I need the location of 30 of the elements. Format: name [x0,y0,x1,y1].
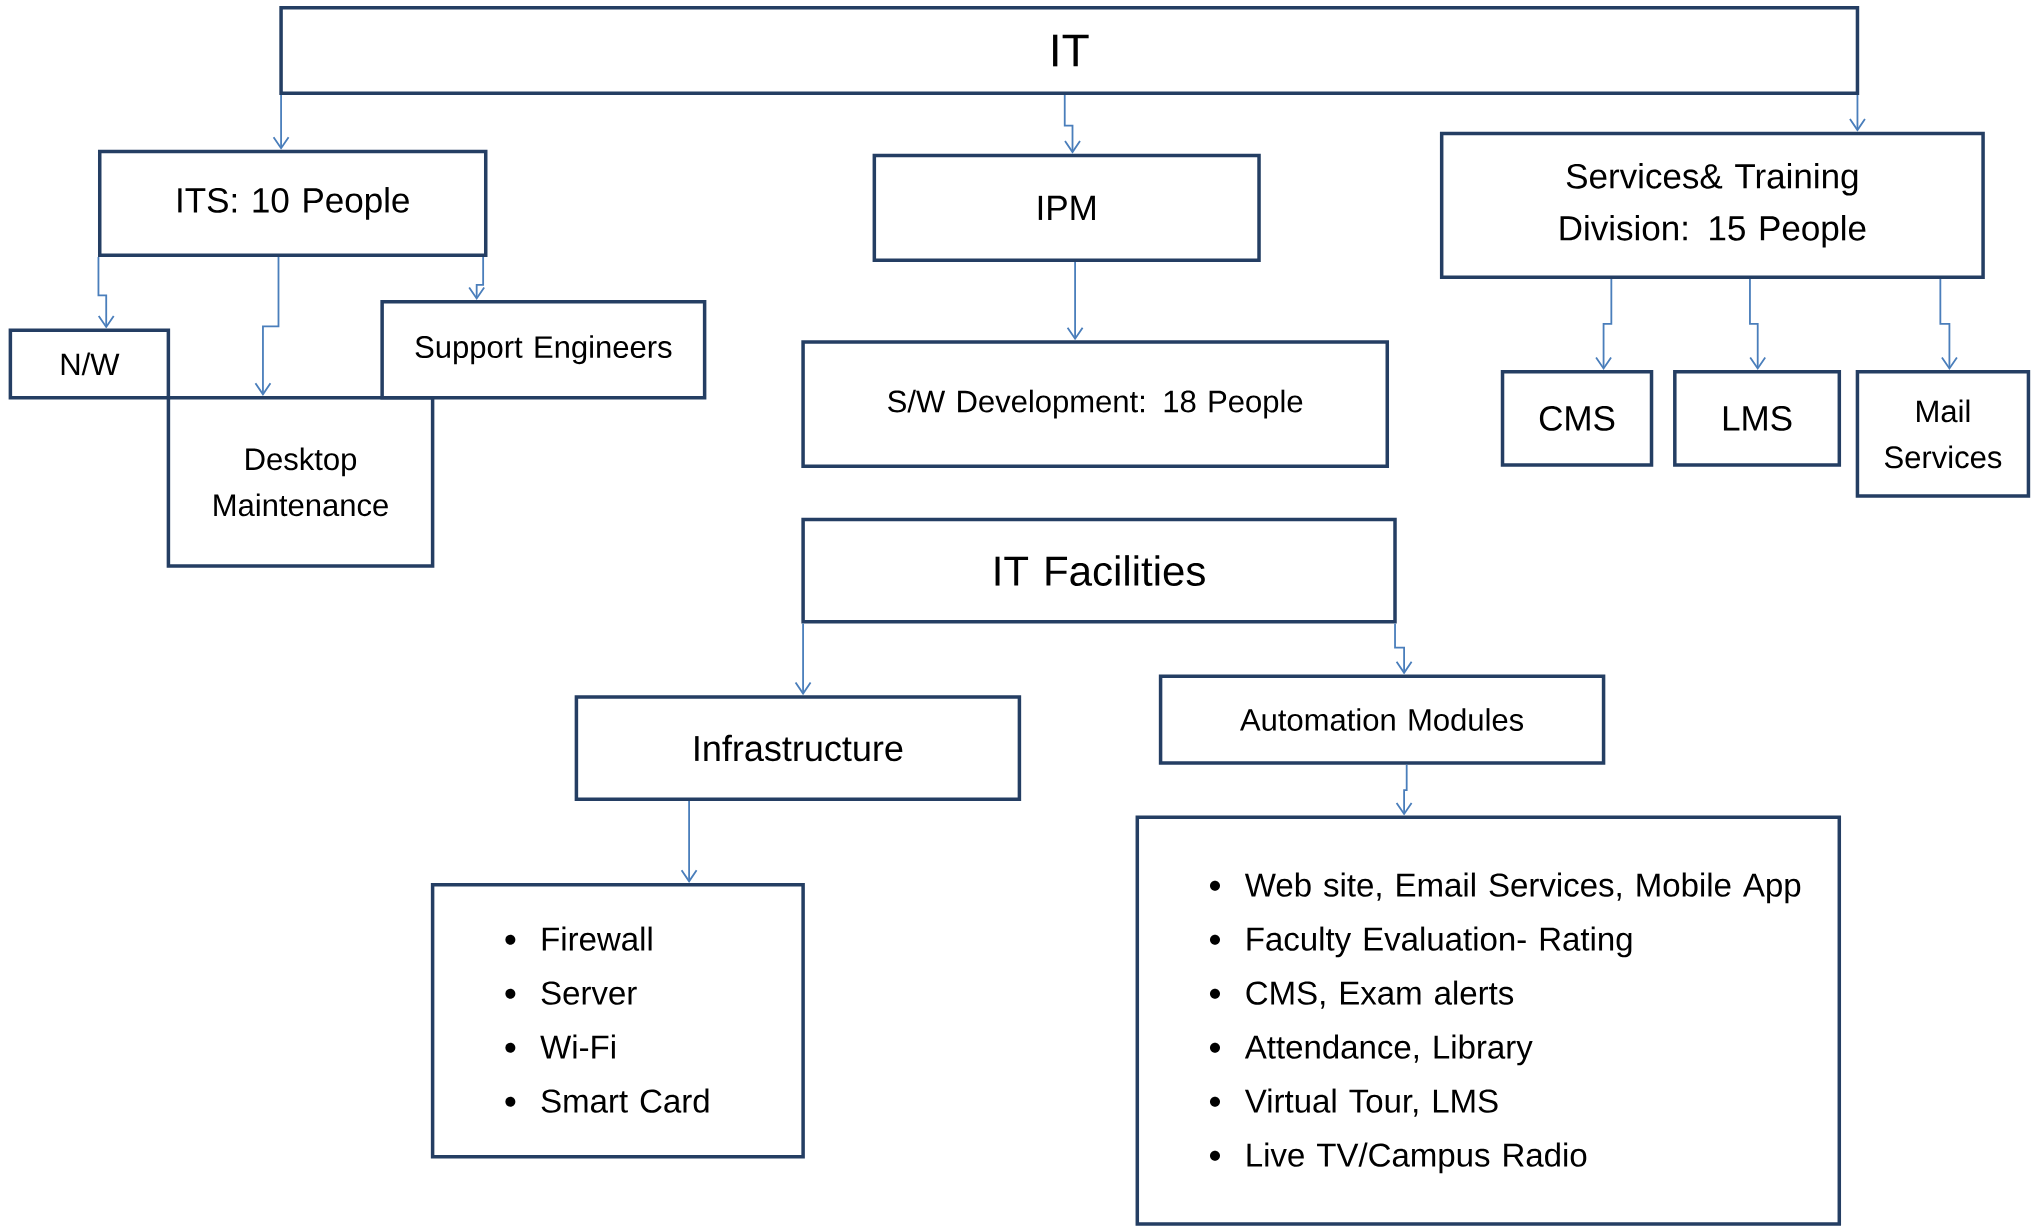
org-box: Mail Services [1855,370,2031,498]
arrow [1849,94,1866,132]
org-box: IT [279,6,1860,96]
arrow [1394,622,1413,675]
list-box: Web site, Email Services, Mobile App Faculty Evaluation- Rating CMS, Exam alerts Attendance, Library Virtual Tour, LMS Live TV/Campus Radio [1135,815,1842,1226]
org-box: Automation Modules [1158,674,1606,765]
org-box: LMS [1673,370,1842,467]
org-box: Desktop Maintenance [166,395,435,568]
arrow [468,256,486,301]
arrow [1395,763,1413,816]
arrow [97,256,115,329]
arrow [1749,278,1767,370]
org-box: IT Facilities [801,517,1397,624]
arrow [680,800,698,883]
arrow [1595,278,1613,370]
arrow [254,256,280,396]
org-box: Services& Training Division: 15 People [1439,131,1985,279]
org-box: Support Engineers [380,300,707,400]
arrow [1066,261,1084,341]
arrow [1939,278,1958,371]
org-box: CMS [1500,370,1654,467]
org-box: IPM [872,153,1261,263]
org-box: N/W [8,328,171,400]
org-box: ITS: 10 People [98,149,488,257]
arrow [272,94,290,150]
org-box: S/W Development: 18 People [801,340,1389,469]
arrow [794,622,812,696]
arrow [1063,94,1081,154]
list-box: Firewall Server Wi-Fi Smart Card [430,882,805,1159]
org-box: Infrastructure [574,695,1022,801]
